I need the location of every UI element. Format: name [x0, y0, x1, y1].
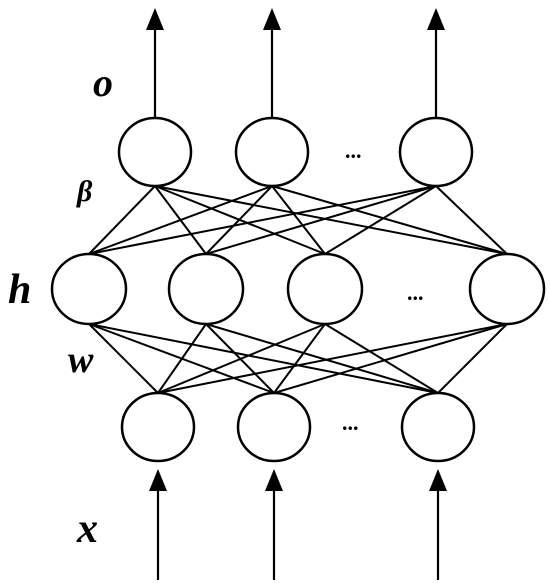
hidden-output-edge-4-3	[435, 185, 508, 255]
output-node-1	[117, 116, 193, 188]
hidden-output-edge-1-3	[88, 185, 437, 255]
hidden-ellipsis: ...	[407, 280, 424, 305]
hidden-output-edge-2-3	[205, 185, 437, 255]
io-arrows	[146, 8, 447, 580]
input-node-3	[400, 391, 476, 463]
hidden-node-4	[468, 252, 546, 326]
input-hidden-edge-3-2	[205, 323, 439, 394]
hidden-output-edge-4-2	[271, 185, 508, 255]
input-node-1	[120, 391, 196, 463]
input-hidden-edge-2-2	[205, 323, 275, 394]
hidden-node-1	[50, 252, 128, 326]
hidden-output-edge-4-1	[154, 185, 508, 255]
connection-edges	[88, 185, 508, 394]
input-hidden-edge-3-1	[88, 323, 439, 394]
output-label: o	[93, 60, 113, 105]
input-hidden-edge-1-4	[157, 323, 508, 394]
hidden-output-edge-3-2	[271, 185, 326, 255]
input-label: x	[76, 506, 98, 552]
input-ellipsis: ...	[342, 410, 359, 435]
weight-label: w	[68, 339, 94, 381]
hidden-output-edge-3-3	[324, 185, 437, 255]
input-arrow-head-3	[429, 469, 447, 491]
input-hidden-edge-2-3	[273, 323, 326, 394]
hidden-label: h	[8, 267, 31, 313]
hidden-output-edge-1-1	[88, 185, 156, 255]
output-node-2	[234, 116, 310, 188]
hidden-output-edge-3-1	[154, 185, 326, 255]
output-arrow-head-1	[146, 8, 164, 30]
input-hidden-edge-3-4	[437, 323, 508, 394]
output-ellipsis: ...	[345, 138, 362, 163]
output-arrow-head-2	[263, 8, 281, 30]
input-node-2	[236, 391, 312, 463]
output-node-3	[398, 116, 474, 188]
neuron-nodes	[50, 116, 546, 463]
input-hidden-edge-2-1	[88, 323, 275, 394]
input-hidden-edge-1-3	[157, 323, 326, 394]
hidden-output-edge-2-1	[154, 185, 207, 255]
input-hidden-edge-1-1	[88, 323, 159, 394]
input-hidden-edge-2-4	[273, 323, 508, 394]
hidden-node-3	[286, 252, 364, 326]
input-arrow-head-2	[265, 469, 283, 491]
beta-label: β	[76, 175, 93, 208]
output-arrow-head-3	[427, 8, 445, 30]
input-arrow-head-1	[149, 469, 167, 491]
hidden-node-2	[167, 252, 245, 326]
input-hidden-edge-3-3	[324, 323, 439, 394]
